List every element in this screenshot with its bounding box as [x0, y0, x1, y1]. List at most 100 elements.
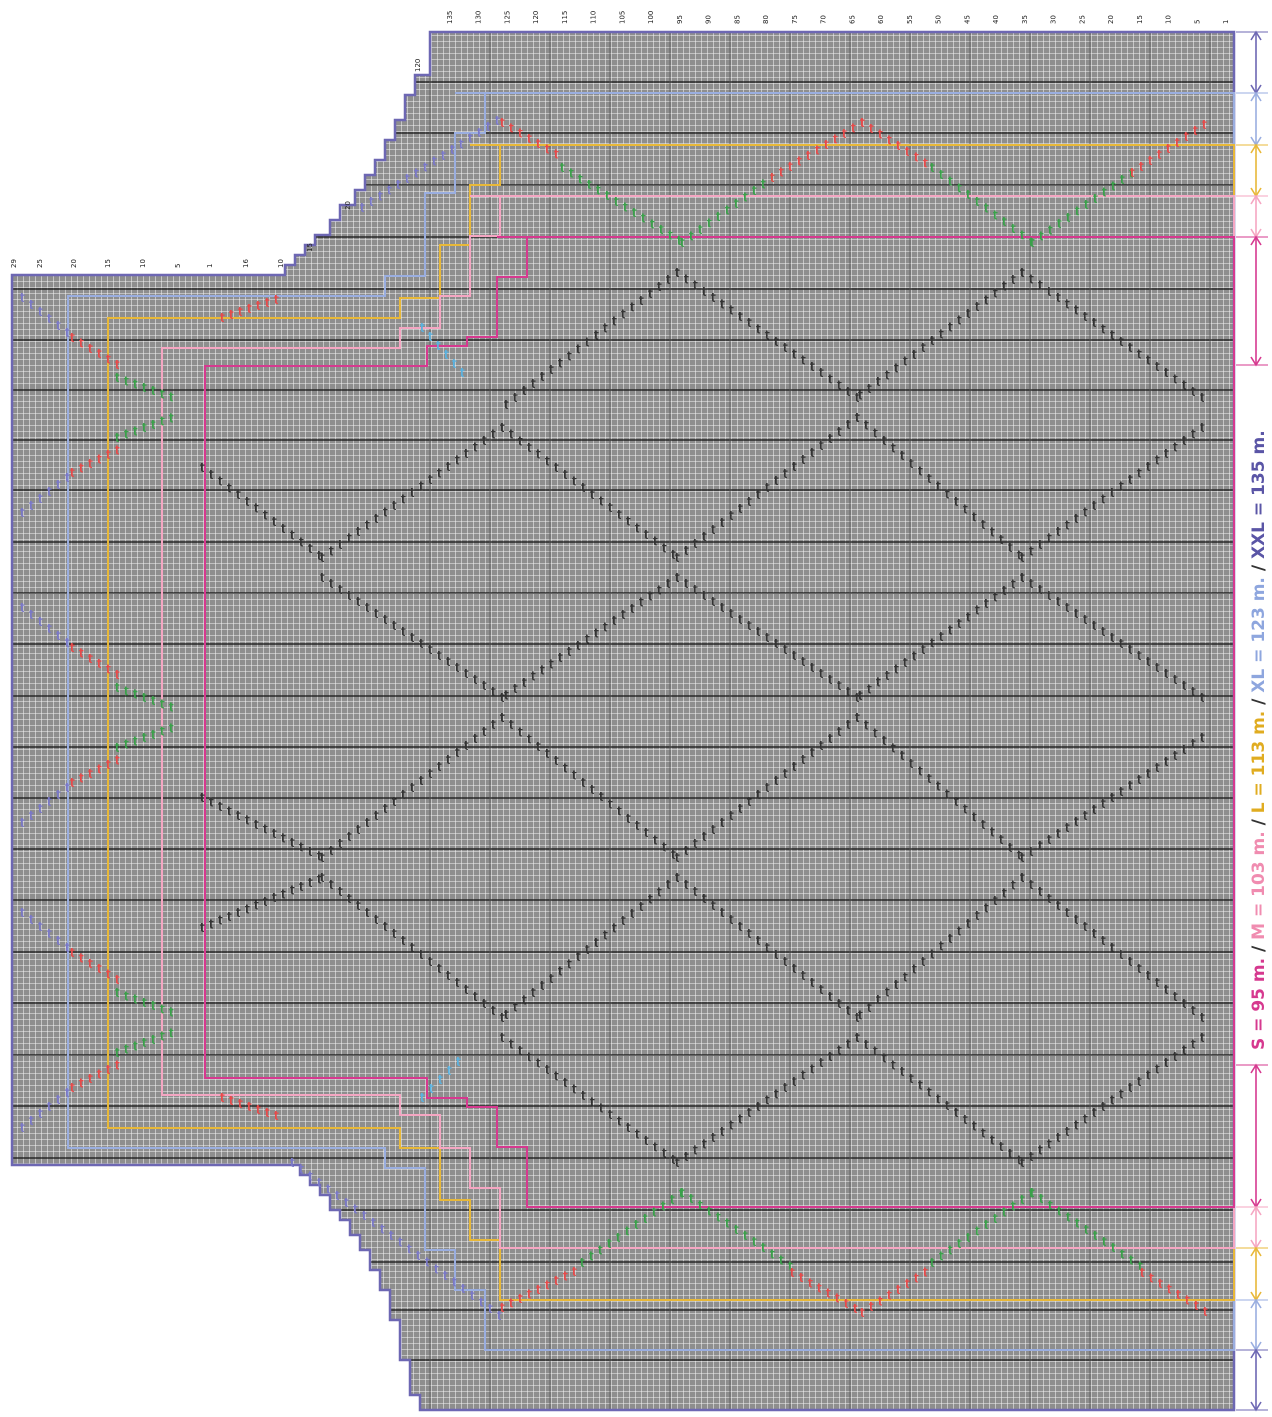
stitch-symbol: ʈ: [70, 1082, 75, 1093]
stitch-symbol: ʈ: [1047, 533, 1052, 544]
stitch-symbol: ʈ: [1029, 273, 1034, 284]
stitch-symbol: ʈ: [783, 768, 788, 779]
stitch-symbol: ʈ: [828, 373, 833, 384]
stitch-symbol: ʈ: [482, 435, 487, 446]
stitch-symbol: ʈ: [437, 650, 442, 661]
stitch-symbol: ʈ: [1173, 674, 1178, 685]
stitch-symbol: ʈ: [948, 933, 953, 944]
stitch-symbol: ʈ: [495, 115, 500, 126]
stitch-symbol: ʈ: [218, 476, 223, 487]
stitch-symbol: ʈ: [1200, 392, 1205, 403]
stitch-symbol: ʈ: [488, 1303, 493, 1314]
stitch-symbol: ʈ: [229, 309, 234, 320]
stitch-symbol: ʈ: [1182, 1045, 1187, 1056]
stitch-symbol: ʈ: [1020, 552, 1025, 563]
stitch-symbol: ʈ: [1140, 1267, 1145, 1278]
stitch-symbol: ʈ: [245, 496, 250, 507]
stitch-symbol: ʈ: [1164, 668, 1169, 679]
stitch-symbol: ʈ: [644, 827, 649, 838]
stitch-symbol: ʈ: [711, 524, 716, 535]
stitch-symbol: ʈ: [70, 947, 75, 958]
stitch-symbol: ʈ: [975, 196, 980, 207]
stitch-symbol: ʈ: [1119, 786, 1124, 797]
stitch-symbol: ʈ: [738, 311, 743, 322]
stitch-symbol: ʈ: [531, 378, 536, 389]
stitch-symbol: ʈ: [29, 914, 34, 925]
stitch-symbol: ʈ: [1128, 780, 1133, 791]
stitch-symbol: ʈ: [1065, 1126, 1070, 1137]
stitch-symbol: ʈ: [1111, 1242, 1116, 1253]
column-number: 55: [906, 15, 914, 24]
stitch-symbol: ʈ: [1182, 680, 1187, 691]
stitch-symbol: ʈ: [819, 367, 824, 378]
stitch-symbol: ʈ: [428, 956, 433, 967]
stitch-symbol: ʈ: [169, 722, 174, 733]
stitch-symbol: ʈ: [1029, 546, 1034, 557]
stitch-symbol: ʈ: [527, 1051, 532, 1062]
stitch-symbol: ʈ: [725, 1218, 730, 1229]
stitch-symbol: ʈ: [738, 803, 743, 814]
stitch-symbol: ʈ: [792, 348, 797, 359]
stitch-symbol: ʈ: [106, 664, 111, 675]
stitch-symbol: ʈ: [957, 1238, 962, 1249]
stitch-symbol: ʈ: [509, 719, 514, 730]
stitch-symbol: ʈ: [317, 550, 322, 561]
stitch-symbol: ʈ: [497, 1310, 502, 1321]
column-number: 85: [733, 15, 741, 24]
stitch-symbol: ʈ: [97, 454, 102, 465]
stitch-symbol: ʈ: [410, 782, 415, 793]
stitch-symbol: ʈ: [846, 686, 851, 697]
stitch-symbol: ʈ: [1008, 1148, 1013, 1159]
stitch-symbol: ʈ: [603, 323, 608, 334]
stitch-symbol: ʈ: [1020, 230, 1025, 241]
stitch-symbol: ʈ: [903, 971, 908, 982]
stitch-symbol: ʈ: [79, 773, 84, 784]
stitch-symbol: ʈ: [1102, 1236, 1107, 1247]
stitch-symbol: ʈ: [1128, 1082, 1133, 1093]
stitch-symbol: ʈ: [1182, 744, 1187, 755]
stitch-symbol: ʈ: [702, 893, 707, 904]
stitch-symbol: ʈ: [438, 1074, 443, 1085]
stitch-symbol: ʈ: [229, 1095, 234, 1106]
stitch-symbol: ʈ: [274, 294, 279, 305]
stitch-symbol: ʈ: [1083, 507, 1088, 518]
stitch-symbol: ʈ: [876, 994, 881, 1005]
stitch-symbol: ʈ: [680, 1187, 685, 1198]
column-number: 70: [820, 15, 828, 24]
stitch-symbol: ʈ: [1101, 798, 1106, 809]
stitch-symbol: ʈ: [446, 656, 451, 667]
stitch-symbol: ʈ: [545, 1064, 550, 1075]
stitch-symbol: ʈ: [903, 657, 908, 668]
stitch-symbol: ʈ: [957, 315, 962, 326]
stitch-symbol: ʈ: [468, 133, 473, 144]
stitch-symbol: ʈ: [20, 907, 25, 918]
stitch-symbol: ʈ: [299, 881, 304, 892]
stitch-symbol: ʈ: [401, 626, 406, 637]
stitch-symbol: ʈ: [756, 323, 761, 334]
stitch-symbol: ʈ: [590, 784, 595, 795]
stitch-symbol: ʈ: [918, 1080, 923, 1091]
stitch-symbol: ʈ: [169, 702, 174, 713]
stitch-symbol: ʈ: [612, 922, 617, 933]
stitch-symbol: ʈ: [247, 303, 252, 314]
stitch-symbol: ʈ: [353, 1204, 358, 1215]
stitch-symbol: ʈ: [504, 399, 509, 410]
stitch-symbol: ʈ: [716, 1212, 721, 1223]
stitch-symbol: ʈ: [29, 299, 34, 310]
stitch-symbol: ʈ: [650, 218, 655, 229]
stitch-symbol: ʈ: [635, 1128, 640, 1139]
stitch-symbol: ʈ: [792, 761, 797, 772]
stitch-symbol: ʈ: [272, 828, 277, 839]
stitch-symbol: ʈ: [966, 918, 971, 929]
stitch-symbol: ʈ: [1002, 281, 1007, 292]
stitch-symbol: ʈ: [1120, 174, 1125, 185]
stitch-symbol: ʈ: [79, 647, 84, 658]
stitch-symbol: ʈ: [963, 804, 968, 815]
stitch-symbol: ʈ: [518, 1045, 523, 1056]
stitch-symbol: ʈ: [218, 915, 223, 926]
stitch-symbol: ʈ: [623, 201, 628, 212]
stitch-symbol: ʈ: [142, 422, 147, 433]
stitch-symbol: ʈ: [88, 653, 93, 664]
stitch-symbol: ʈ: [792, 461, 797, 472]
stitch-symbol: ʈ: [819, 740, 824, 751]
